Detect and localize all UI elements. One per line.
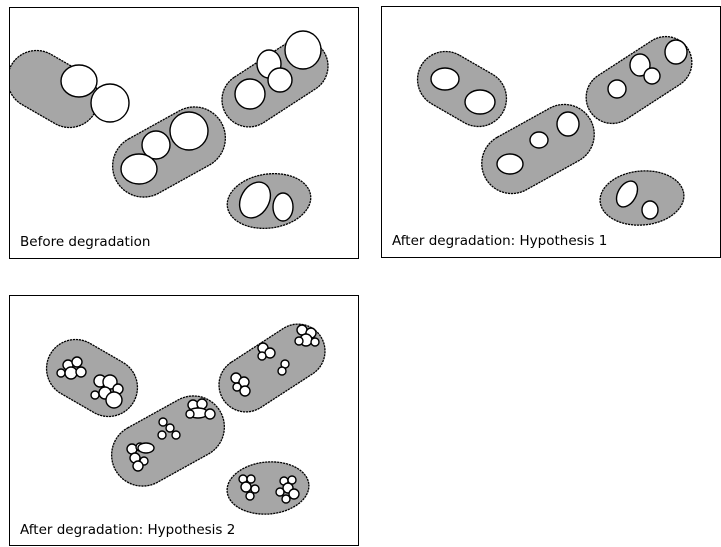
panel-caption: After degradation: Hypothesis 2: [20, 522, 235, 538]
granule: [273, 193, 293, 221]
panel-hypothesis-1: After degradation: Hypothesis 1: [381, 6, 721, 258]
panel-before-degradation: Before degradation: [9, 7, 359, 259]
cell-oval-bottom: [598, 167, 686, 228]
granule: [530, 132, 548, 148]
cell-oval-left: [36, 329, 148, 427]
granule: [91, 84, 129, 122]
granule: [665, 40, 687, 64]
cell-oval-left: [407, 41, 516, 136]
granule: [644, 68, 660, 84]
granule: [61, 65, 97, 97]
panel-hypothesis-2: After degradation: Hypothesis 2: [9, 295, 359, 546]
granule: [268, 68, 292, 92]
cell-oval-bottom: [225, 459, 311, 518]
cells-illustration: [382, 7, 721, 259]
granule: [235, 79, 265, 109]
granule: [497, 154, 523, 174]
cell-rod-upper: [209, 314, 336, 422]
cells-illustration: [10, 296, 360, 547]
granule: [285, 31, 321, 69]
granule: [608, 80, 626, 98]
granule: [465, 90, 495, 114]
granule: [170, 112, 208, 150]
panel-caption: After degradation: Hypothesis 1: [392, 233, 607, 249]
granule: [642, 201, 658, 219]
cells-illustration: [10, 8, 360, 260]
granule: [121, 154, 157, 184]
granule: [431, 68, 459, 90]
panel-caption: Before degradation: [20, 234, 150, 250]
granule: [557, 112, 579, 136]
